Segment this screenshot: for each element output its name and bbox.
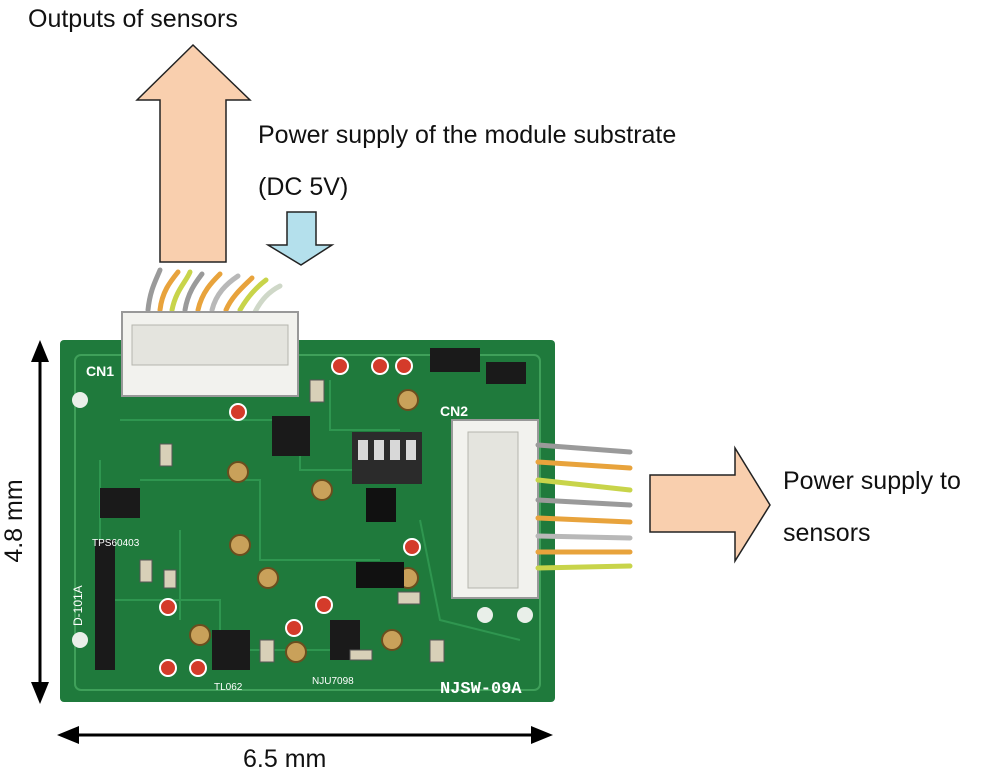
module-voltage-label: (DC 5V) xyxy=(258,173,349,201)
jumper-jp3 xyxy=(366,488,396,522)
cn1-silkscreen: CN1 xyxy=(86,363,114,379)
sensor-power-arrow xyxy=(649,445,771,564)
width-dimension-label: 6.5 mm xyxy=(243,745,327,773)
ic-chip xyxy=(272,416,310,456)
opamp-chip xyxy=(212,630,250,670)
module-power-label: Power supply of the module substrate xyxy=(258,121,677,149)
potentiometers xyxy=(189,389,419,663)
cn1-wires xyxy=(145,267,283,315)
sensor-power-label: Power supply to xyxy=(783,467,961,495)
model-silkscreen: NJSW-09A xyxy=(440,680,522,699)
cn2-wires xyxy=(535,442,633,571)
height-dimension xyxy=(31,340,49,704)
regulator-chip xyxy=(100,488,140,518)
test-points xyxy=(159,357,421,677)
nju-silkscreen: NJU7098 xyxy=(312,676,354,687)
outputs-of-sensors-label: Outputs of sensors xyxy=(28,5,238,33)
tps-silkscreen: TPS60403 xyxy=(92,538,140,549)
sensor-power-label-2: sensors xyxy=(783,519,871,547)
height-dimension-label: 4.8 mm xyxy=(0,479,28,562)
pcb-board xyxy=(60,340,555,702)
cn2-silkscreen: CN2 xyxy=(440,403,468,419)
jumper-jp2 xyxy=(356,562,404,588)
side-silkscreen: D-101A xyxy=(71,585,85,626)
module-power-arrow xyxy=(265,211,335,266)
width-dimension xyxy=(57,726,553,744)
tl062-silkscreen: TL062 xyxy=(214,682,243,693)
outputs-arrow xyxy=(135,43,252,263)
